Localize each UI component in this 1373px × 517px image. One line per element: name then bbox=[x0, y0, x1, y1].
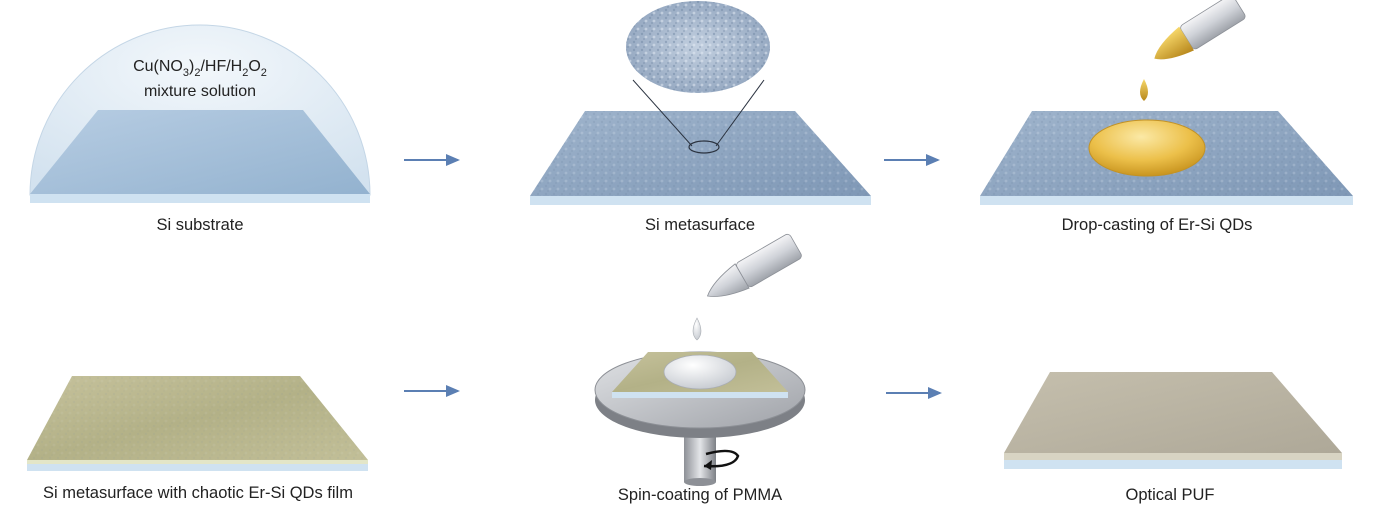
step4-label: Si metasurface with chaotic Er-Si QDs fi… bbox=[43, 484, 353, 502]
pipette-icon bbox=[706, 233, 802, 297]
rotation-arrowhead bbox=[704, 460, 712, 470]
spin-sample-edge bbox=[612, 392, 788, 398]
chaotic-film-texture bbox=[27, 376, 368, 460]
step5-label: Spin-coating of PMMA bbox=[618, 486, 782, 504]
step4-chaotic-film: Si metasurface with chaotic Er-Si QDs fi… bbox=[27, 376, 368, 502]
chaotic-film-substrate bbox=[27, 464, 368, 471]
rotation-arrow-icon bbox=[703, 449, 740, 468]
puf-plate bbox=[1004, 372, 1342, 453]
puf-substrate bbox=[1004, 460, 1342, 469]
solution-label-line2: mixture solution bbox=[144, 83, 256, 100]
chaotic-film-edge bbox=[27, 460, 368, 464]
metasurface-texture bbox=[530, 111, 871, 196]
solution-label-line1: Cu(NO3)2/HF/H2O2 bbox=[133, 58, 267, 79]
zoom-inset-texture bbox=[626, 1, 770, 93]
step5-spin-coating: Spin-coating of PMMA bbox=[594, 233, 806, 504]
puf-edge bbox=[1004, 453, 1342, 460]
substrate-plate bbox=[30, 110, 370, 194]
step6-label: Optical PUF bbox=[1126, 486, 1215, 504]
step3-label: Drop-casting of Er-Si QDs bbox=[1062, 216, 1253, 234]
spin-shaft-base bbox=[684, 478, 716, 486]
step6-optical-puf: Optical PUF bbox=[1004, 372, 1342, 504]
pipette-icon bbox=[1154, 0, 1246, 60]
zoom-region-marker bbox=[688, 140, 720, 154]
step3-drop-casting: Drop-casting of Er-Si QDs bbox=[980, 0, 1353, 234]
drop-cast-edge bbox=[980, 196, 1353, 205]
droplet-icon bbox=[1140, 79, 1148, 101]
qd-puddle bbox=[1088, 119, 1206, 177]
zoom-line-left bbox=[632, 79, 693, 147]
spin-shaft bbox=[684, 430, 716, 482]
pmma-puddle bbox=[663, 354, 737, 390]
metasurface-edge bbox=[530, 196, 871, 205]
step2-label: Si metasurface bbox=[645, 216, 755, 234]
droplet-icon bbox=[692, 317, 702, 341]
substrate-edge bbox=[30, 194, 370, 203]
step1-si-substrate: Cu(NO3)2/HF/H2O2 mixture solution Si sub… bbox=[29, 24, 371, 234]
step2-si-metasurface: Si metasurface bbox=[530, 1, 871, 234]
zoom-line-right bbox=[715, 79, 765, 147]
step1-label: Si substrate bbox=[156, 216, 243, 234]
